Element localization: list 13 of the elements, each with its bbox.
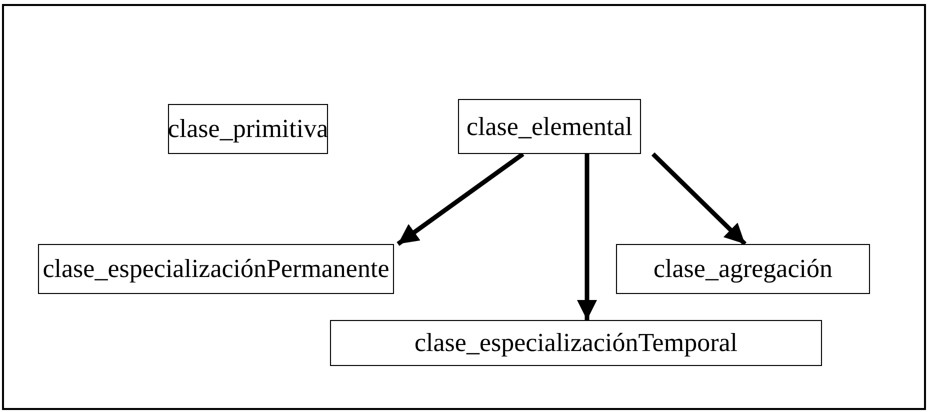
arrow [396,152,524,246]
class-name: clase_elemental [466,114,633,140]
arrow [651,152,747,246]
class-box [38,244,394,294]
class-box [168,104,328,154]
class-name: clase_agregación [653,256,832,282]
class-name: clase_especializaciónTemporal [414,330,738,356]
arrow [576,154,598,320]
class-box [616,244,870,294]
class-name: clase_especializaciónPermanente [42,256,390,282]
class-box [458,99,641,154]
class-name: clase_primitiva [168,116,328,142]
class-box [330,320,822,366]
